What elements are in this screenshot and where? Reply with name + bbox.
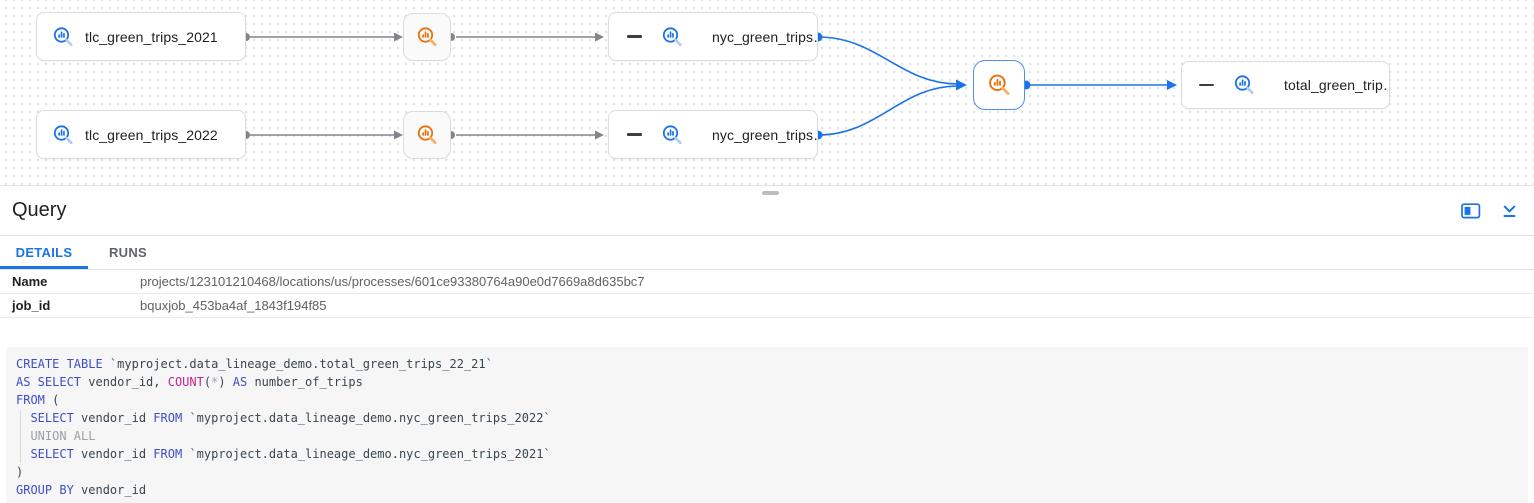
query-process-icon (417, 125, 437, 145)
tab-details[interactable]: DETAILS (0, 236, 88, 269)
node-total-green-trips[interactable]: total_green_trip… (1181, 61, 1390, 109)
tab-runs[interactable]: RUNS (88, 236, 168, 269)
table-search-icon (53, 26, 73, 46)
minus-icon[interactable] (1199, 83, 1214, 87)
field-row-job-id: job_id bquxjob_453ba4af_1843f194f85 (0, 294, 1534, 318)
selected-query-process-node[interactable] (973, 60, 1025, 110)
minus-icon[interactable] (627, 35, 642, 38)
field-row-name: Name projects/123101210468/locations/us/… (0, 270, 1534, 294)
minus-icon[interactable] (627, 133, 642, 136)
node-label: total_green_trip… (1284, 77, 1389, 93)
collapse-panel-icon[interactable] (1499, 200, 1520, 221)
lineage-graph-canvas[interactable]: tlc_green_trips_2021 tlc_green_trips_202… (0, 0, 1534, 186)
indent-guide (20, 410, 21, 463)
node-tlc-green-trips-2022[interactable]: tlc_green_trips_2022 (36, 110, 246, 159)
node-label: nyc_green_trips… (712, 28, 817, 45)
panel-resize-handle[interactable] (762, 191, 779, 195)
panel-tabs: DETAILS RUNS (0, 236, 1534, 270)
query-details-panel: Query DETAILS RUNS Name projects/1231012… (0, 186, 1534, 503)
table-search-icon (1234, 75, 1254, 95)
panel-header: Query (0, 186, 1534, 236)
node-nyc-green-trips-bottom[interactable]: nyc_green_trips… (608, 110, 818, 159)
panel-title: Query (12, 199, 67, 221)
query-process-node-bottom[interactable] (403, 111, 451, 159)
query-process-icon (417, 27, 437, 47)
open-in-side-panel-icon[interactable] (1459, 201, 1483, 221)
node-label: nyc_green_trips… (712, 126, 817, 143)
field-value: projects/123101210468/locations/us/proce… (140, 274, 645, 289)
sql-query-code: CREATE TABLE `myproject.data_lineage_dem… (6, 347, 1528, 503)
table-search-icon (662, 124, 682, 144)
field-label: Name (12, 274, 48, 289)
query-process-icon (989, 74, 1010, 95)
node-nyc-green-trips-top[interactable]: nyc_green_trips… (608, 12, 818, 61)
table-search-icon (53, 124, 73, 144)
table-search-icon (662, 26, 682, 46)
field-value: bquxjob_453ba4af_1843f194f85 (140, 298, 327, 313)
field-label: job_id (12, 298, 51, 313)
node-label: tlc_green_trips_2022 (85, 126, 218, 143)
node-tlc-green-trips-2021[interactable]: tlc_green_trips_2021 (36, 12, 246, 61)
query-process-node-top[interactable] (403, 13, 451, 61)
node-label: tlc_green_trips_2021 (85, 28, 218, 45)
